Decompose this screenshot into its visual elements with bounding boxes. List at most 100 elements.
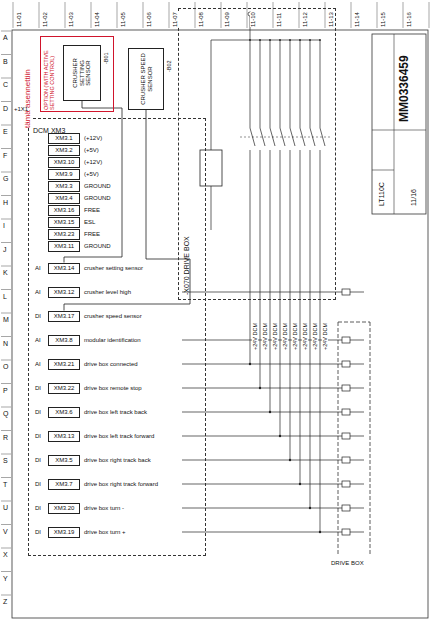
wire-line <box>182 460 342 461</box>
signal-label: DI <box>35 457 41 464</box>
grid-tick <box>91 2 92 28</box>
signal-label: crusher speed sensor <box>84 313 142 320</box>
terminal-box: XM3.22 <box>48 383 80 394</box>
wire-line <box>350 340 364 341</box>
signal-label: GROUND <box>84 195 111 202</box>
grid-tick <box>299 2 300 28</box>
signal-label: DI <box>35 385 41 392</box>
wire-line <box>350 364 364 365</box>
terminal-block <box>342 481 350 487</box>
node-label: XM3.9 <box>55 171 72 178</box>
wire-line <box>310 40 311 128</box>
grid-reference: B <box>3 58 8 66</box>
wire-line <box>182 436 342 437</box>
wire-line <box>250 300 251 364</box>
grid-reference: S <box>3 457 8 465</box>
node-label: XM3.2 <box>55 147 72 154</box>
wire-line <box>182 388 342 389</box>
grid-tick <box>143 2 144 28</box>
terminal-box: XM3.11 <box>48 241 80 252</box>
terminal-block <box>342 409 350 415</box>
signal-label: +24V DCM <box>282 323 288 350</box>
grid-reference: 11-16 <box>406 12 413 27</box>
signal-label: AI <box>35 361 41 368</box>
grid-tick <box>1 78 11 79</box>
grid-reference: 11-02 <box>42 12 49 27</box>
grid-reference: 11-03 <box>68 12 75 27</box>
grid-tick <box>1 266 11 267</box>
grid-tick <box>403 2 404 28</box>
grid-tick <box>169 2 170 28</box>
node-label: XM3.13 <box>54 433 75 440</box>
title-block-line <box>372 130 426 131</box>
terminal-box: XM3.2 <box>48 145 80 156</box>
grid-tick <box>1 242 11 243</box>
wire-line <box>250 150 251 300</box>
wire-line <box>260 300 261 388</box>
grid-tick <box>1 595 11 596</box>
wire-line <box>350 436 364 437</box>
grid-reference: F <box>3 152 7 160</box>
grid-tick <box>1 31 11 32</box>
node-label: XM3.17 <box>54 313 75 320</box>
node-label: -X070 DRIVE BOX <box>183 205 191 295</box>
node-label: XM3.19 <box>54 529 75 536</box>
terminal-box: XM3.20 <box>48 503 80 514</box>
grid-reference: Z <box>3 598 7 606</box>
grid-reference: Y <box>3 575 8 583</box>
option-box: OPTION (WITH ACTIVE SETTING CONTROL)CRUS… <box>40 36 114 112</box>
wire-line <box>350 484 364 485</box>
drive-box-boundary <box>338 322 339 556</box>
terminal-block <box>342 385 350 391</box>
grid-reference: P <box>3 387 8 395</box>
wire-line <box>270 150 271 300</box>
grid-tick <box>13 2 14 28</box>
grid-tick <box>273 2 274 28</box>
wire-line <box>300 150 301 300</box>
signal-label: +24V DCM <box>252 323 258 350</box>
grid-tick <box>351 2 352 28</box>
terminal-box: XM3.12 <box>48 287 80 298</box>
junction-dot <box>289 39 291 41</box>
grid-reference: O <box>3 363 8 371</box>
grid-reference: N <box>3 340 8 348</box>
grid-reference: 11-09 <box>224 12 231 27</box>
grid-tick <box>1 501 11 502</box>
node-label: XM3.3 <box>55 183 72 190</box>
grid-tick <box>221 2 222 28</box>
grid-reference: 11-15 <box>380 12 387 27</box>
junction-dot <box>279 39 281 41</box>
signal-label: crusher level high <box>84 289 131 296</box>
grid-tick <box>1 407 11 408</box>
signal-label: drive box right track back <box>84 457 151 464</box>
grid-tick <box>1 360 11 361</box>
signal-label: -B01 <box>103 52 109 64</box>
wire-line <box>300 40 301 128</box>
grid-reference: 11-14 <box>354 12 361 27</box>
mechanical-link <box>240 137 330 138</box>
signal-label: (+5V) <box>84 171 99 178</box>
terminal-box: XM3.13 <box>48 431 80 442</box>
wire-line <box>270 300 271 412</box>
signal-label: DI <box>35 409 41 416</box>
terminal-box: XM3.5 <box>48 455 80 466</box>
grid-tick <box>429 2 430 28</box>
grid-reference: R <box>3 434 8 442</box>
grid-tick <box>1 289 11 290</box>
wire-line <box>350 508 364 509</box>
grid-reference: M <box>3 316 9 324</box>
terminal-block <box>342 337 350 343</box>
wire-line <box>182 484 342 485</box>
node-label: XM3.12 <box>54 289 75 296</box>
grid-reference: J <box>3 246 7 254</box>
grid-tick <box>1 54 11 55</box>
grid-reference: D <box>3 105 8 113</box>
signal-label: GROUND <box>84 243 111 250</box>
terminal-box: XM3.3 <box>48 181 80 192</box>
signal-label: AI <box>35 337 41 344</box>
signal-label: AI <box>35 265 41 272</box>
wire-line <box>290 150 291 300</box>
signal-label: LT110C <box>378 182 386 206</box>
terminal-block <box>342 505 350 511</box>
